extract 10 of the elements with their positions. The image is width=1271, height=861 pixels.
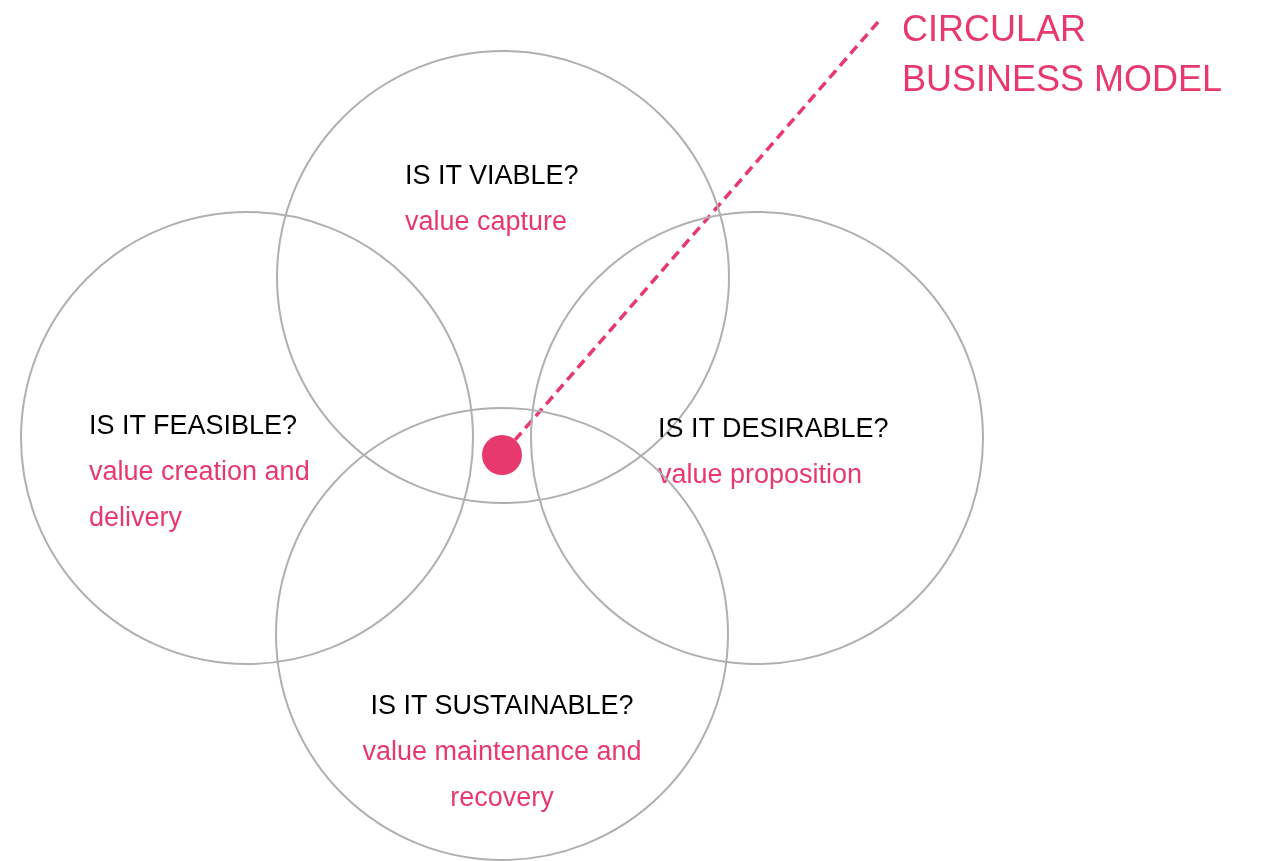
value-label: value maintenance and recovery	[361, 735, 643, 814]
callout-label: CIRCULAR BUSINESS MODEL	[902, 7, 1224, 101]
question-heading: IS IT FEASIBLE?	[89, 409, 299, 442]
question-heading: IS IT VIABLE?	[405, 159, 580, 192]
value-label: value creation and delivery	[89, 455, 311, 534]
value-label: value capture	[405, 205, 569, 238]
question-heading: IS IT DESIRABLE?	[658, 412, 890, 445]
value-label: value proposition	[658, 458, 864, 491]
leader-line	[513, 20, 880, 442]
question-heading: IS IT SUSTAINABLE?	[370, 689, 634, 722]
